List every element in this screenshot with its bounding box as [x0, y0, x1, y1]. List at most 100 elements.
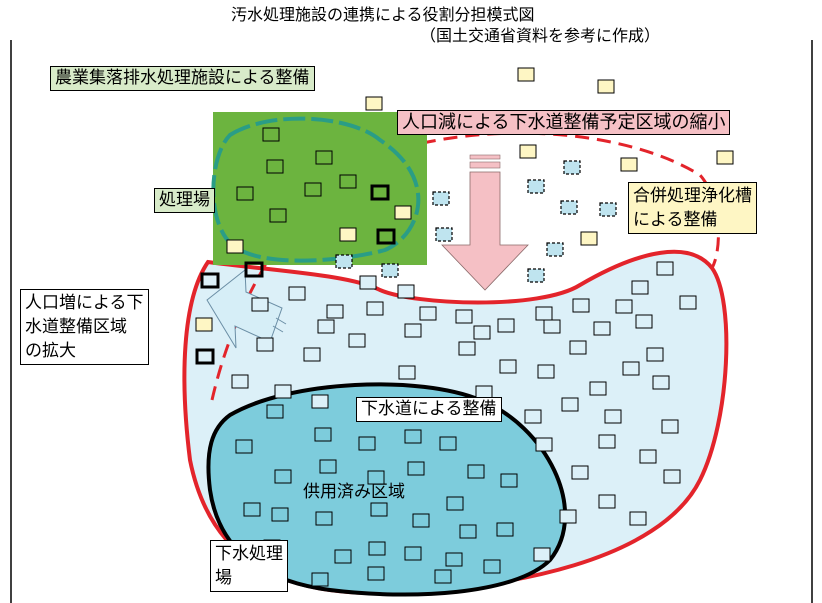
- house-marker: [231, 374, 249, 389]
- house-marker: [368, 541, 386, 556]
- house-marker: [339, 227, 357, 242]
- house-marker: [367, 566, 385, 581]
- house-marker: [446, 496, 464, 511]
- house-marker: [473, 325, 491, 340]
- house-marker: [656, 261, 674, 276]
- septic-tank-label: 合併処理浄化槽 による整備: [628, 182, 757, 234]
- house-marker: [226, 239, 244, 254]
- house-marker: [271, 507, 289, 522]
- house-marker: [679, 295, 697, 310]
- house-marker: [572, 298, 590, 313]
- house-marker: [535, 306, 553, 321]
- house-marker: [599, 202, 617, 217]
- house-marker: [561, 397, 579, 412]
- house-marker: [500, 473, 518, 488]
- house-marker: [458, 341, 476, 356]
- house-marker: [622, 361, 640, 376]
- house-marker: [348, 333, 366, 348]
- house-marker: [580, 231, 598, 246]
- house-marker: [367, 470, 385, 485]
- house-marker: [499, 359, 517, 374]
- house-marker: [303, 347, 321, 362]
- house-marker: [365, 96, 383, 111]
- expansion-label-line1: 人口増による下: [25, 293, 144, 313]
- house-marker: [266, 159, 284, 174]
- diagram-subtitle: （国土交通省資料を参考に作成）: [420, 26, 661, 45]
- house-marker: [646, 347, 664, 362]
- house-marker: [256, 337, 274, 352]
- house-marker: [535, 437, 553, 452]
- house-marker: [366, 301, 384, 316]
- house-marker: [543, 319, 561, 334]
- house-marker: [598, 494, 616, 509]
- expansion-label-line3: の拡大: [25, 341, 76, 361]
- house-marker: [467, 464, 485, 479]
- house-marker: [370, 502, 388, 517]
- house-marker: [716, 150, 734, 165]
- house-marker: [560, 200, 578, 215]
- house-marker: [571, 465, 589, 480]
- house-marker: [266, 404, 284, 419]
- house-marker: [269, 208, 287, 223]
- house-marker: [455, 309, 473, 324]
- house-marker: [407, 461, 425, 476]
- house-marker: [326, 304, 344, 319]
- sewage-plant-label: 下水処理 場: [210, 540, 288, 592]
- agricultural-facility-label: 農業集落排水処理施設による整備: [50, 66, 315, 91]
- house-marker: [533, 547, 551, 562]
- house-marker: [404, 429, 422, 444]
- house-marker: [404, 323, 422, 338]
- agricultural-collection-boundary: [211, 116, 421, 263]
- house-marker: [604, 409, 622, 424]
- house-marker: [236, 186, 254, 201]
- house-marker: [243, 502, 261, 517]
- house-marker: [339, 174, 357, 189]
- house-marker: [334, 549, 352, 564]
- house-marker: [496, 522, 514, 537]
- expansion-label-line2: 水道整備区域: [25, 317, 127, 337]
- house-marker: [370, 184, 390, 201]
- house-marker: [315, 150, 333, 165]
- house-marker: [262, 127, 280, 142]
- shrink-area-label: 人口減による下水道整備予定区域の縮小: [397, 110, 731, 135]
- house-marker: [317, 319, 335, 334]
- diagram-title: 汚水処理施設の連携による役割分担模式図: [231, 5, 535, 24]
- expansion-label: 人口増による下 水道整備区域 の拡大: [20, 289, 149, 365]
- house-marker: [359, 275, 377, 290]
- sewage-plant-label-line2: 場: [215, 568, 232, 588]
- house-marker: [483, 559, 501, 574]
- house-marker: [244, 261, 264, 278]
- house-marker: [200, 272, 220, 289]
- houses-layer: [195, 67, 734, 587]
- house-marker: [517, 67, 535, 82]
- septic-tank-label-line1: 合併処理浄化槽: [633, 186, 752, 206]
- house-marker: [631, 280, 649, 295]
- house-marker: [434, 569, 452, 584]
- house-marker: [419, 306, 437, 321]
- served-area: [206, 382, 568, 597]
- house-marker: [314, 427, 332, 442]
- house-marker: [397, 284, 415, 299]
- house-marker: [615, 299, 633, 314]
- house-marker: [620, 157, 638, 172]
- house-marker: [445, 552, 463, 567]
- house-marker: [335, 254, 353, 269]
- house-marker: [432, 191, 450, 206]
- house-marker: [311, 394, 329, 409]
- house-marker: [497, 318, 515, 333]
- house-marker: [439, 436, 457, 451]
- house-marker: [394, 205, 412, 220]
- septic-tank-label-line2: による整備: [633, 210, 718, 230]
- house-marker: [663, 469, 681, 484]
- house-marker: [569, 340, 587, 355]
- house-marker: [381, 263, 399, 278]
- house-marker: [524, 409, 542, 424]
- house-marker: [412, 513, 430, 528]
- house-marker: [315, 511, 333, 526]
- house-marker: [304, 182, 322, 197]
- sewage-plant-label-line1: 下水処理: [215, 544, 283, 564]
- house-marker: [652, 375, 670, 390]
- house-marker: [459, 524, 477, 539]
- house-marker: [251, 297, 269, 312]
